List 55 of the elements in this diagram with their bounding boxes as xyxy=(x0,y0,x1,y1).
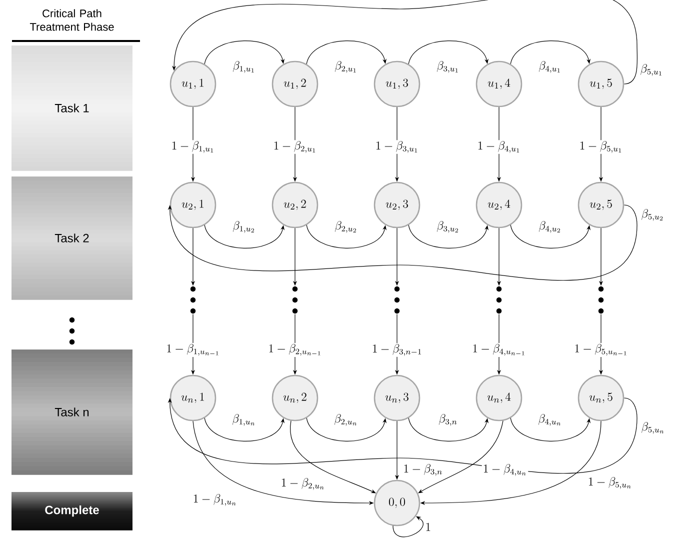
edge-label: $1-\beta_{3,n-1}$ xyxy=(370,343,424,357)
edge-label: $1-\beta_{1,u_n}$ xyxy=(192,493,238,507)
arrow xyxy=(306,40,387,64)
edge-label: $1$ xyxy=(424,522,432,532)
ellipsis-dots xyxy=(496,286,502,314)
edge-label: $\beta_{2,u_n}$ xyxy=(333,413,359,427)
edge-label: $1-\beta_{4,u_n}$ xyxy=(482,463,528,477)
arrow xyxy=(408,40,489,64)
ellipsis-dots xyxy=(394,286,400,314)
task-box: Task 1 xyxy=(12,46,132,171)
node-label: Task n xyxy=(54,408,89,416)
edge-label: $1-\beta_{5,u_n}$ xyxy=(586,476,634,490)
arrow xyxy=(168,204,638,280)
edge-label: $1-\beta_{2,u_{n-1}}$ xyxy=(267,342,323,358)
edge-label: $1-\beta_{3,u_1}$ xyxy=(374,140,420,154)
node-label: Task 1 xyxy=(54,104,89,112)
edge-label: $\beta_{1,u_n}$ xyxy=(231,413,257,427)
arrow xyxy=(392,516,424,538)
arrow xyxy=(172,0,638,84)
edge-label: $1-\beta_{1,u_{n-1}}$ xyxy=(165,342,221,358)
edge-label: $\beta_{3,u_2}$ xyxy=(436,220,460,234)
edge-label: $1-\beta_{4,u_1}$ xyxy=(476,140,522,154)
task-box: Complete xyxy=(12,492,132,530)
ellipsis-dots xyxy=(292,286,298,314)
arrow xyxy=(168,398,638,474)
arrow xyxy=(204,40,285,64)
arrow xyxy=(510,40,591,64)
ellipsis-dots xyxy=(598,286,604,314)
edge-label: $\beta_{2,u_1}$ xyxy=(334,60,358,74)
ellipsis-dots xyxy=(190,286,196,314)
edge-label: $\beta_{5,u_2}$ xyxy=(640,208,666,222)
edge-label: $1-\beta_{3,n}$ xyxy=(402,463,444,477)
edge-label: $\beta_{3,u_1}$ xyxy=(436,60,460,74)
edge-label: $1-\beta_{1,u_1}$ xyxy=(170,140,216,154)
edge-label: $\beta_{4,u_n}$ xyxy=(537,413,563,427)
edge-label: $\beta_{5,u_1}$ xyxy=(639,63,664,77)
edge-label: $\beta_{1,u_1}$ xyxy=(232,60,256,74)
edge-label: $1-\beta_{5,u_1}$ xyxy=(578,140,624,154)
edge-label: $\beta_{1,u_2}$ xyxy=(232,220,256,234)
node-label: Complete xyxy=(45,505,99,517)
edge-label: $\beta_{4,u_2}$ xyxy=(538,220,562,234)
arrow xyxy=(418,420,504,494)
edge-label: $1-\beta_{5,u_{n-1}}$ xyxy=(573,342,629,358)
task-box: Task 2 xyxy=(12,176,132,300)
edge-label: $\beta_{5,u_n}$ xyxy=(640,421,666,435)
node-label: Task 2 xyxy=(54,234,89,242)
edge-label: $1-\beta_{4,u_{n-1}}$ xyxy=(471,342,527,358)
edge-label: $1-\beta_{2,u_n}$ xyxy=(280,477,326,491)
edge-label: $\beta_{4,u_1}$ xyxy=(538,60,562,74)
ellipsis-dots xyxy=(69,317,75,345)
edge-label: $1-\beta_{2,u_1}$ xyxy=(272,140,318,154)
edge-label: $\beta_{2,u_2}$ xyxy=(334,220,358,234)
edge-label: $\beta_{3,n}$ xyxy=(438,413,458,427)
task-box: Task n xyxy=(12,350,132,475)
heading: Critical Path Treatment Phase xyxy=(30,9,114,31)
